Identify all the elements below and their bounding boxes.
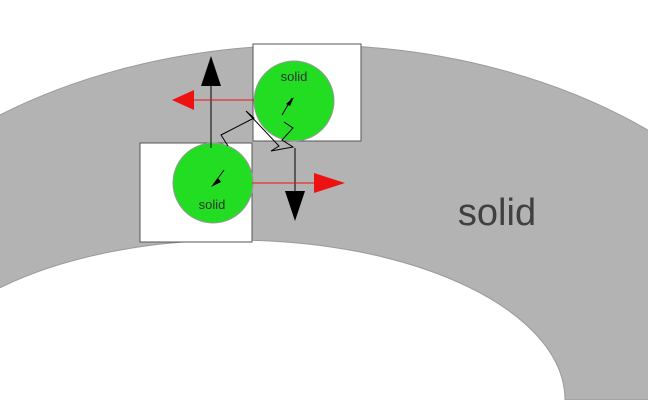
zigzag-spring-icon [220,110,295,152]
arrow-icon [172,90,194,110]
particle-label-lower: solid [199,197,226,212]
ring-label: solid [458,192,536,234]
arrow-icon [211,178,221,187]
arrow-icon [314,173,345,193]
arrow-icon [285,191,305,221]
particle-label-upper: solid [281,69,308,84]
arrow-icon [201,56,221,86]
arrow-icon [286,97,294,106]
solid-ring [0,44,648,400]
particle-circle-upper [253,60,335,142]
